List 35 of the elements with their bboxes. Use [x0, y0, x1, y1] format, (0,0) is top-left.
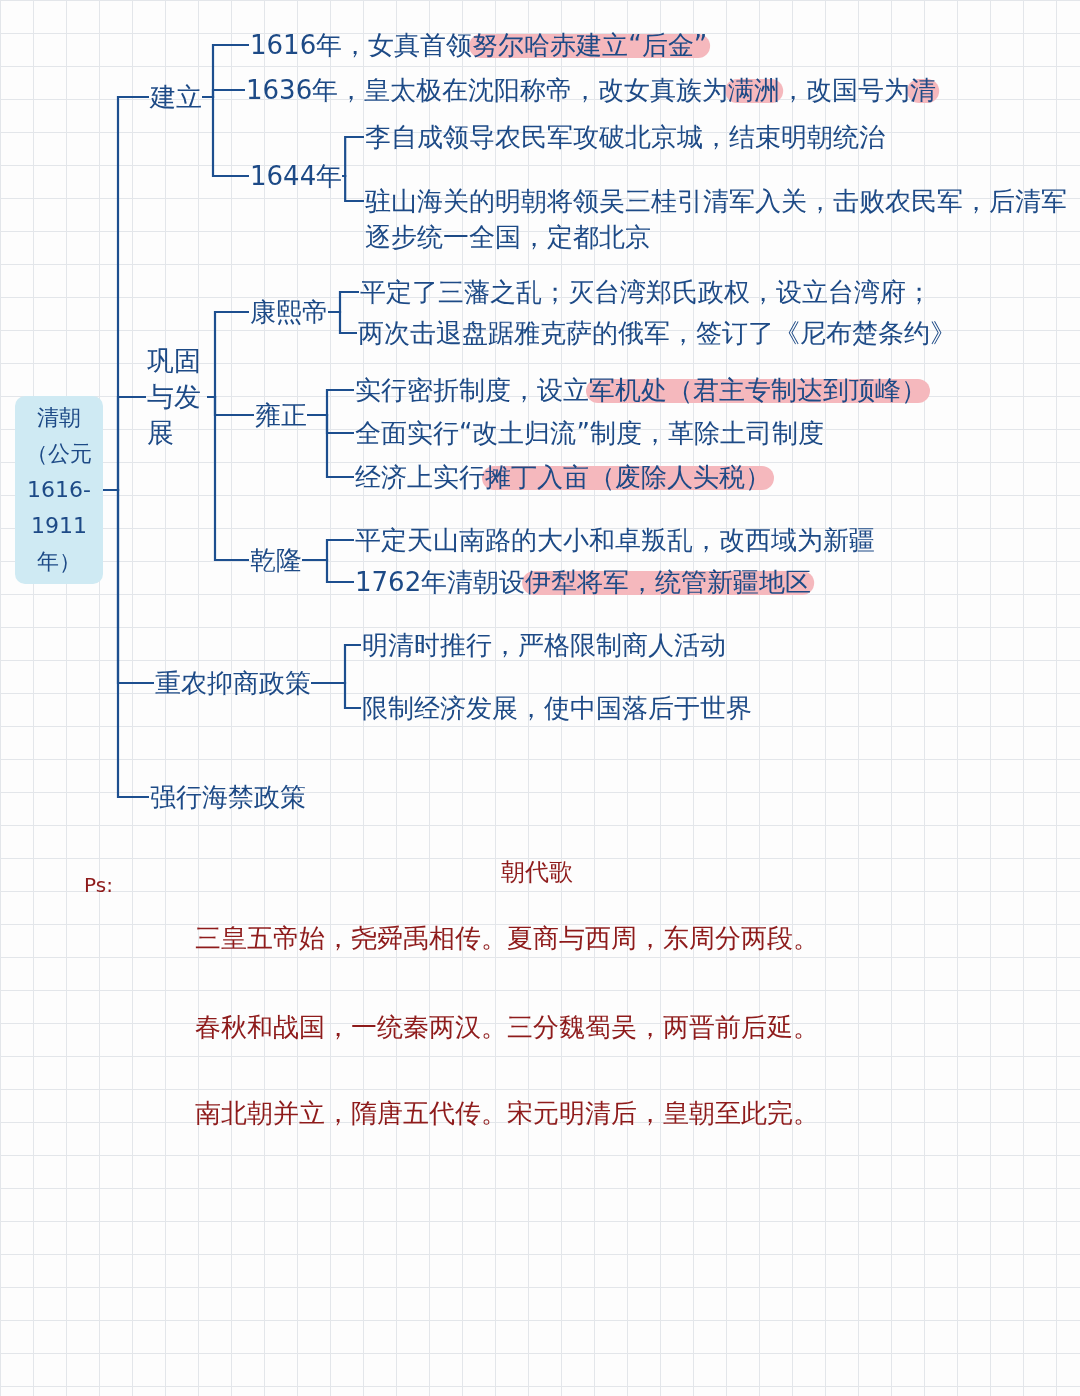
- poem-line: 三皇五帝始，尧舜禹相传。夏商与西周，东周分两段。: [195, 922, 819, 955]
- branch-text: 雍正: [255, 397, 307, 433]
- branch-text: 1616年，女真首领努尔哈赤建立“后金”: [250, 27, 708, 63]
- bracket-line: [342, 135, 364, 178]
- branch-text: 明清时推行，严格限制商人活动: [362, 627, 726, 663]
- note-label: Ps:: [84, 872, 113, 899]
- branch-text: 实行密折制度，设立军机处（君主专制达到顶峰）: [355, 372, 927, 408]
- bracket-line: [202, 95, 249, 178]
- poem-line: 春秋和战国，一统秦两汉。三分魏蜀吴，两晋前后延。: [195, 1011, 819, 1044]
- branch-text: 平定了三藩之乱；灭台湾郑氏政权，设立台湾府；: [360, 274, 932, 310]
- branch-text: 巩固与发展: [147, 343, 207, 451]
- bracket-line: [342, 174, 364, 203]
- poem-line: 南北朝并立，隋唐五代传。宋元明清后，皇朝至此完。: [195, 1097, 819, 1130]
- branch-text: 限制经济发展，使中国落后于世界: [362, 690, 752, 726]
- bracket-line: [307, 413, 354, 479]
- bracket-line: [328, 310, 357, 335]
- branch-text: 驻山海关的明朝将领吴三桂引清军入关，击败农民军，后清军逐步统一全国，定都北京: [365, 183, 1071, 255]
- bracket-line: [302, 558, 354, 584]
- poem-title: 朝代歌: [501, 857, 573, 888]
- branch-text: 康熙帝: [250, 294, 328, 330]
- branch-text: 全面实行“改土归流”制度，革除土司制度: [355, 415, 824, 451]
- branch-text: 两次击退盘踞雅克萨的俄军，签订了《尼布楚条约》: [358, 315, 956, 351]
- branch-text: 1644年: [250, 158, 343, 194]
- branch-text: 1636年，皇太极在沈阳称帝，改女真族为满洲，改国号为清: [246, 72, 937, 108]
- branch-text: 平定天山南路的大小和卓叛乱，改西域为新疆: [355, 522, 875, 558]
- branch-text: 强行海禁政策: [150, 779, 306, 815]
- branch-text: 重农抑商政策: [155, 665, 311, 701]
- branch-text: 1762年清朝设伊犁将军，统管新疆地区: [355, 564, 812, 600]
- bracket-line: [103, 488, 149, 799]
- branch-text: 乾隆: [250, 542, 302, 578]
- branch-text: 李自成领导农民军攻破北京城，结束明朝统治: [365, 119, 885, 155]
- branch-text: 建立: [150, 79, 202, 115]
- branch-text: 经济上实行摊丁入亩（废除人头税）: [355, 459, 771, 495]
- topic-box: 清朝（公元1616-1911年）: [15, 396, 103, 584]
- bracket-line: [311, 681, 361, 710]
